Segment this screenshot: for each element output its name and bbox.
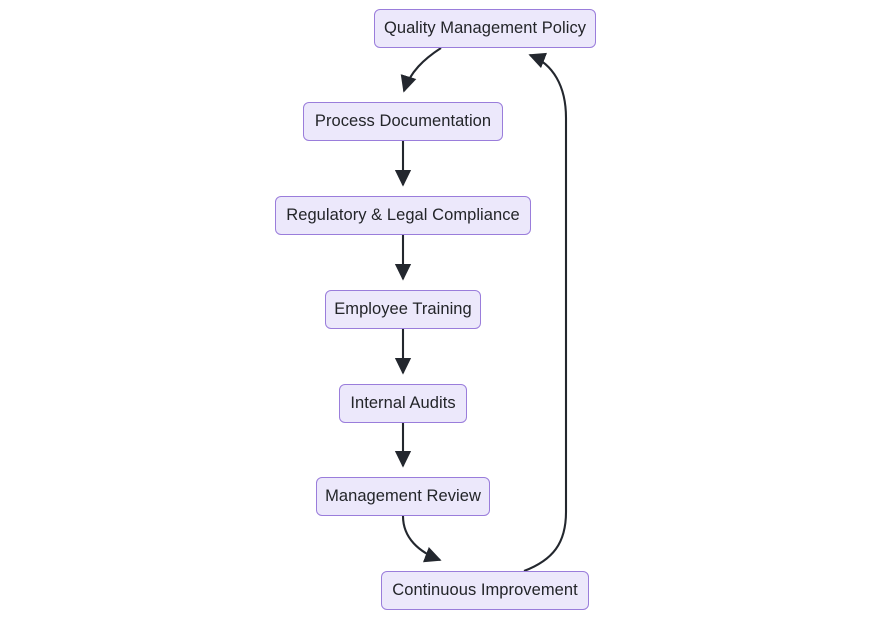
node-label: Regulatory & Legal Compliance xyxy=(286,205,520,224)
node-internal-audits[interactable]: Internal Audits xyxy=(339,384,467,423)
node-management-review[interactable]: Management Review xyxy=(316,477,490,516)
node-label: Continuous Improvement xyxy=(392,580,578,599)
node-continuous-improvement[interactable]: Continuous Improvement xyxy=(381,571,589,610)
node-regulatory-legal-compliance[interactable]: Regulatory & Legal Compliance xyxy=(275,196,531,235)
node-label: Process Documentation xyxy=(314,111,492,130)
node-process-documentation[interactable]: Process Documentation xyxy=(303,102,503,141)
node-label: Quality Management Policy xyxy=(383,18,587,37)
edge-review-to-improvement xyxy=(401,515,442,563)
node-label: Management Review xyxy=(325,486,481,505)
edge-improvement-to-policy-feedback xyxy=(523,52,568,572)
node-quality-management-policy[interactable]: Quality Management Policy xyxy=(374,9,596,48)
node-label: Internal Audits xyxy=(350,393,456,412)
node-employee-training[interactable]: Employee Training xyxy=(325,290,481,329)
node-label: Employee Training xyxy=(334,299,472,318)
edge-policy-to-process xyxy=(400,47,442,93)
